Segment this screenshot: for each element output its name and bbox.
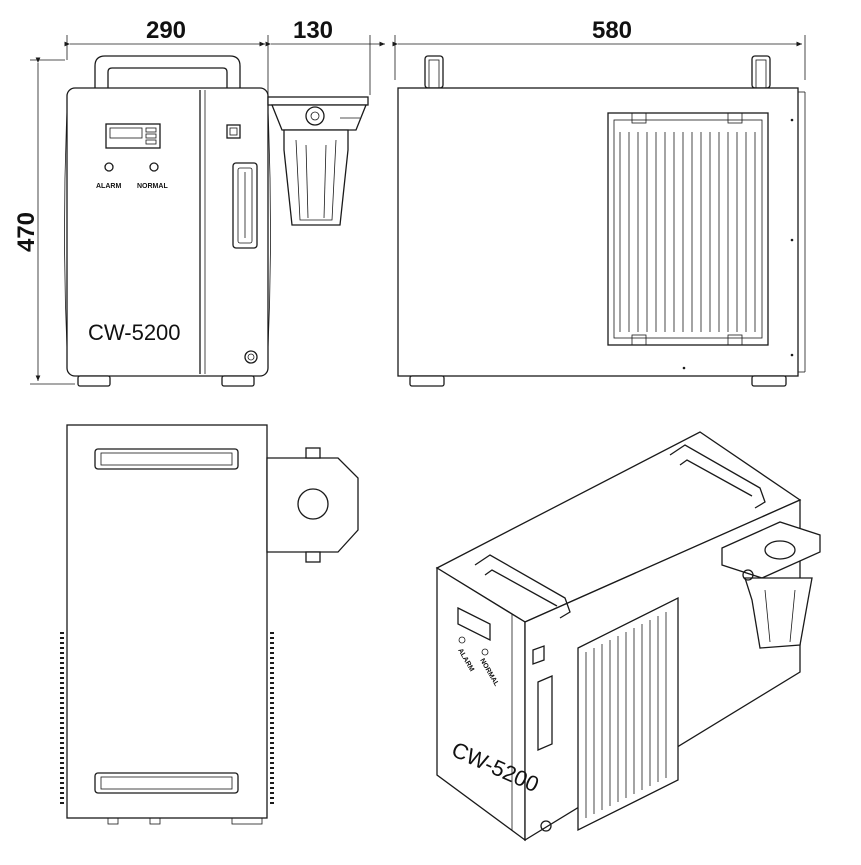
front-model-label: CW-5200 bbox=[88, 320, 181, 345]
dim-height-label: 470 bbox=[13, 212, 40, 252]
front-normal-label: NORMAL bbox=[137, 183, 168, 190]
top-view bbox=[60, 424, 359, 825]
dim-width-label: 290 bbox=[146, 17, 186, 44]
front-view bbox=[64, 55, 271, 387]
side-view bbox=[397, 55, 806, 387]
dim-length-label: 580 bbox=[592, 17, 632, 44]
dimension-lines bbox=[30, 35, 806, 385]
dim-bracket-label: 130 bbox=[293, 17, 333, 44]
filter-assembly-front bbox=[267, 96, 369, 226]
isometric-view bbox=[435, 431, 821, 842]
front-alarm-label: ALARM bbox=[96, 183, 121, 190]
